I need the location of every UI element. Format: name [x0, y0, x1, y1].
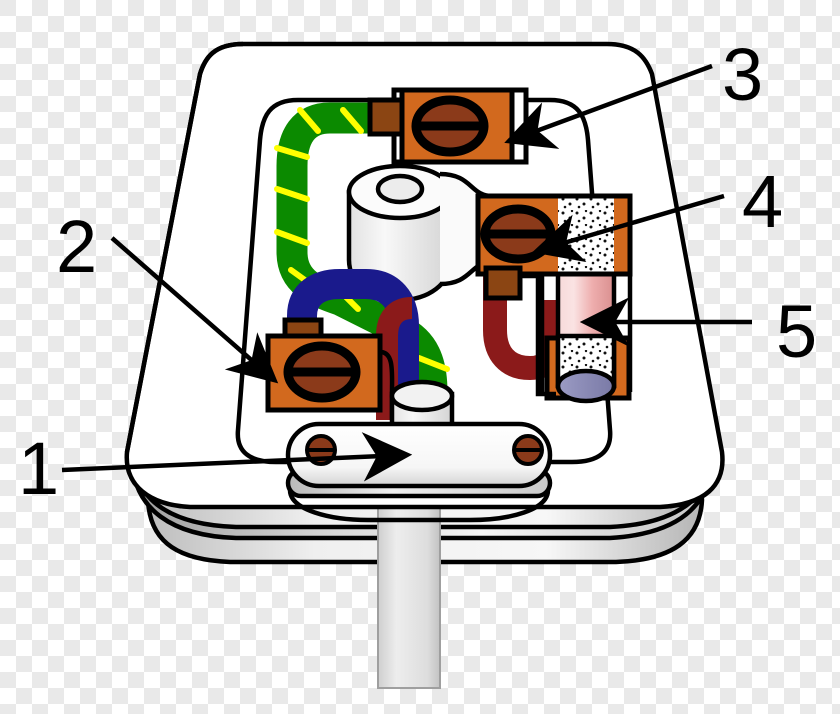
neutral-terminal-screw [283, 341, 361, 403]
callout-label-2: 2 [56, 205, 98, 288]
cord-grip-clamp [285, 379, 553, 523]
leader-line-1 [61, 432, 413, 482]
callout-label-4: 4 [742, 160, 784, 243]
neutral-terminal [265, 317, 395, 420]
earth-terminal-screw [411, 95, 489, 157]
callout-label-1: 1 [18, 427, 60, 510]
callout-label-5: 5 [776, 290, 818, 373]
cord-grip-screw-right [512, 434, 544, 466]
earth-terminal [367, 87, 529, 165]
callout-label-3: 3 [722, 33, 764, 116]
leader-line-3 [504, 63, 713, 149]
leader-line-2 [110, 236, 279, 384]
leader-line-4 [532, 193, 725, 263]
callout-leader-lines [61, 63, 752, 482]
